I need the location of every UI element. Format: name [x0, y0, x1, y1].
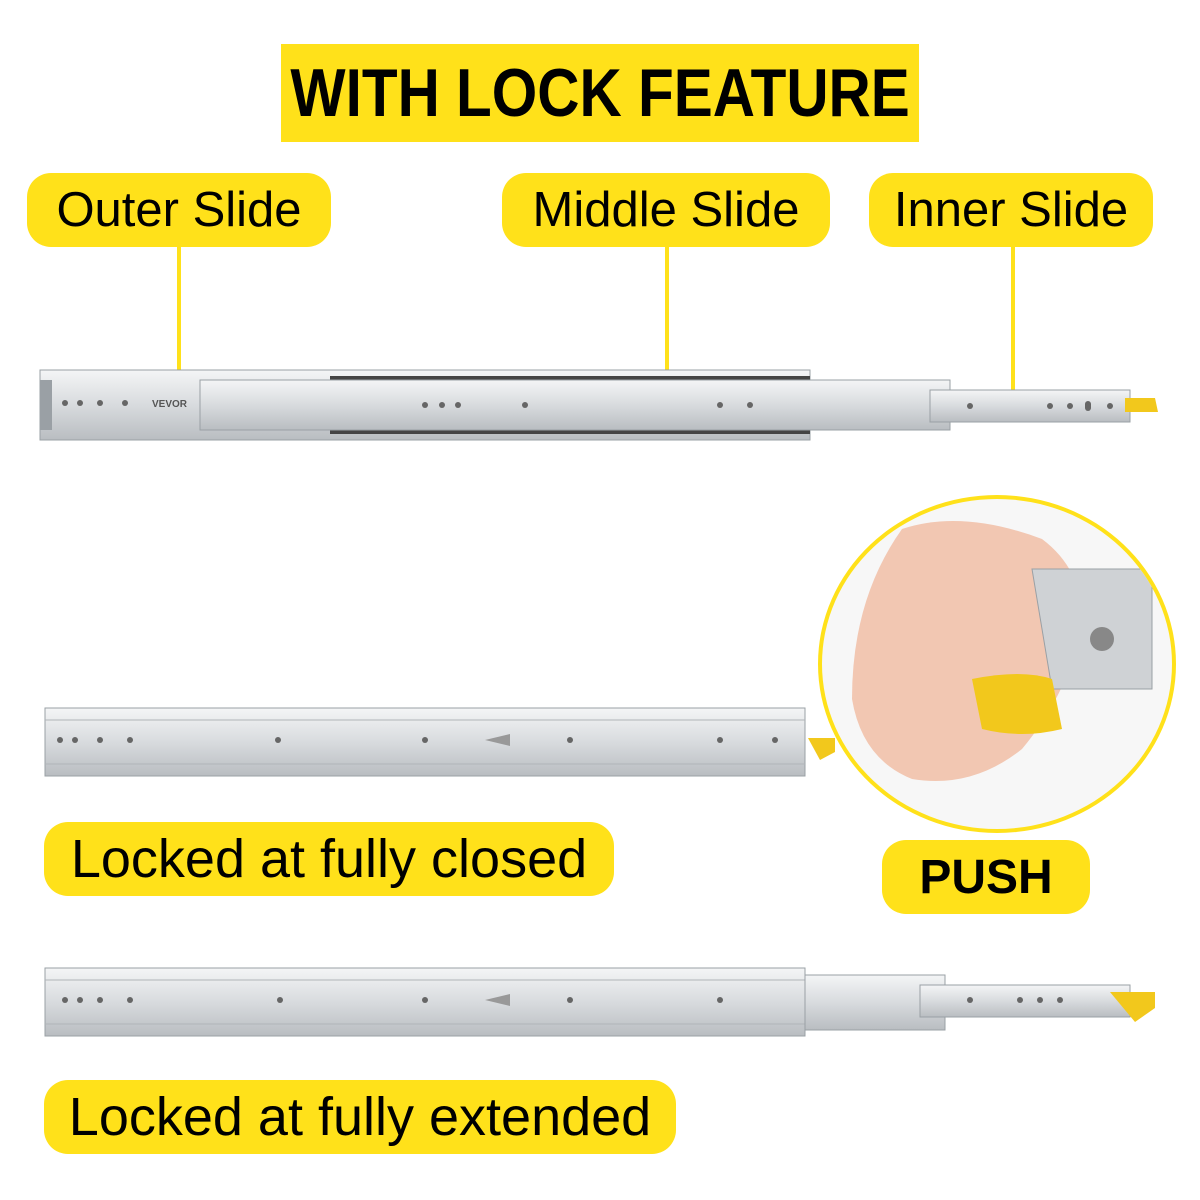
closed-caption: Locked at fully closed	[44, 822, 614, 896]
middle-slide-leader-line	[665, 247, 669, 387]
lock-lever-icon	[1125, 398, 1158, 412]
closed-slide-illustration	[44, 707, 835, 777]
lock-lever-icon	[808, 738, 835, 760]
middle-slide-label: Middle Slide	[502, 173, 830, 247]
title-banner: WITH LOCK FEATURE	[281, 44, 919, 142]
exploded-slide-illustration: VEVOR	[39, 369, 1158, 441]
outer-slide-leader-line	[177, 247, 181, 382]
push-label: PUSH	[882, 840, 1090, 914]
inner-slide-text: Inner Slide	[893, 183, 1129, 237]
page-title: WITH LOCK FEATURE	[290, 55, 910, 131]
lock-lever-icon	[1110, 992, 1155, 1022]
extended-slide-illustration	[44, 967, 1155, 1037]
closed-caption-text: Locked at fully closed	[70, 829, 588, 889]
finger-push-photo	[818, 495, 1176, 833]
outer-slide-text: Outer Slide	[56, 183, 302, 237]
middle-slide-text: Middle Slide	[532, 183, 800, 237]
inner-slide-label: Inner Slide	[869, 173, 1153, 247]
brand-stamp: VEVOR	[152, 399, 188, 410]
middle-slide-rail	[199, 379, 951, 431]
inner-slide-rail	[929, 389, 1131, 423]
extended-caption: Locked at fully extended	[44, 1080, 676, 1154]
inner-slide-leader-line	[1011, 247, 1015, 397]
extended-caption-text: Locked at fully extended	[68, 1087, 652, 1147]
push-text: PUSH	[919, 850, 1053, 904]
outer-slide-label: Outer Slide	[27, 173, 331, 247]
